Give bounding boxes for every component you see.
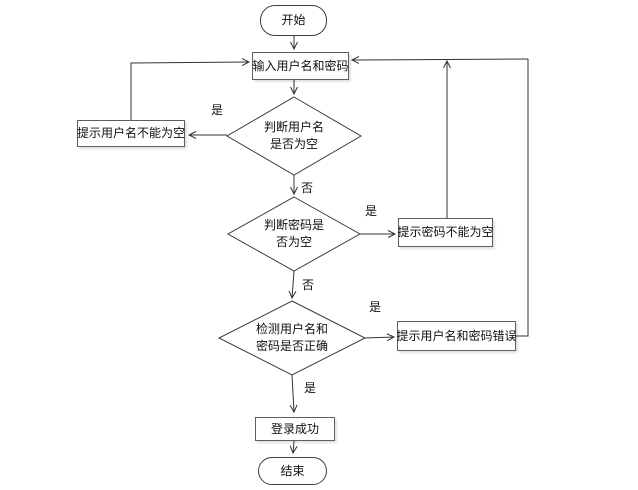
start-terminator: 开始 xyxy=(260,5,327,36)
edge-check-credentials-ok xyxy=(289,374,298,414)
edge-label-password-empty-yes: 是 xyxy=(364,204,379,218)
prompt-username-empty-box: 提示用户名不能为空 xyxy=(77,120,185,147)
decision-username-empty-label: 判断用户名 是否为空 xyxy=(239,119,349,153)
decision-username-empty-line1: 判断用户名 xyxy=(263,120,324,134)
prompt-password-empty-box: 提示密码不能为空 xyxy=(398,218,494,247)
edge-label-username-empty-no: 否 xyxy=(300,181,315,195)
edge-label-credentials-correct-yes: 是 xyxy=(303,381,318,395)
edge-prompt-username-loop xyxy=(130,58,251,120)
edge-top-return-to-input xyxy=(350,56,529,64)
edge-label-credentials-wrong-yes: 是 xyxy=(368,300,383,314)
edge-success-to-end xyxy=(289,440,298,455)
decision-password-empty-label: 判断密码是 否为空 xyxy=(239,217,349,251)
input-credentials-box: 输入用户名和密码 xyxy=(252,52,349,80)
decision-credentials-correct-line2: 密码是否正确 xyxy=(255,339,328,353)
edge-label-username-empty-yes: 是 xyxy=(210,103,225,117)
decision-credentials-correct-label: 检测用户名和 密码是否正确 xyxy=(237,321,347,355)
login-success-box: 登录成功 xyxy=(255,417,335,441)
decision-username-empty-line2: 是否为空 xyxy=(269,137,318,151)
prompt-credentials-error-box: 提示用户名和密码错误 xyxy=(397,321,517,351)
edge-check-password-no xyxy=(288,270,297,300)
decision-password-empty-line1: 判断密码是 xyxy=(263,218,324,232)
end-terminator: 结束 xyxy=(258,457,327,485)
edge-prompt-error-loop xyxy=(516,59,529,337)
edge-label-password-empty-no: 否 xyxy=(301,278,316,292)
decision-password-empty-line2: 否为空 xyxy=(275,235,312,249)
decision-credentials-correct-line1: 检测用户名和 xyxy=(255,322,328,336)
edge-check-credentials-wrong xyxy=(364,333,396,342)
